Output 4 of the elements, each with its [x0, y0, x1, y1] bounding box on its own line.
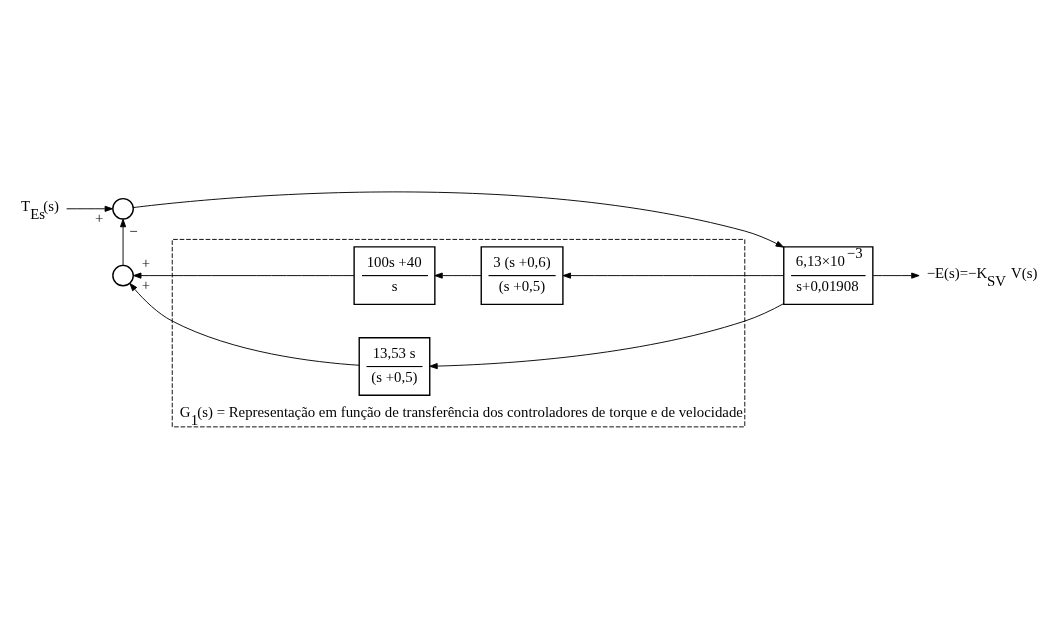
edge-label: + [141, 276, 151, 293]
edge-label: − [129, 222, 138, 239]
edge-label: + [95, 210, 104, 227]
edge-label: + [141, 255, 151, 272]
